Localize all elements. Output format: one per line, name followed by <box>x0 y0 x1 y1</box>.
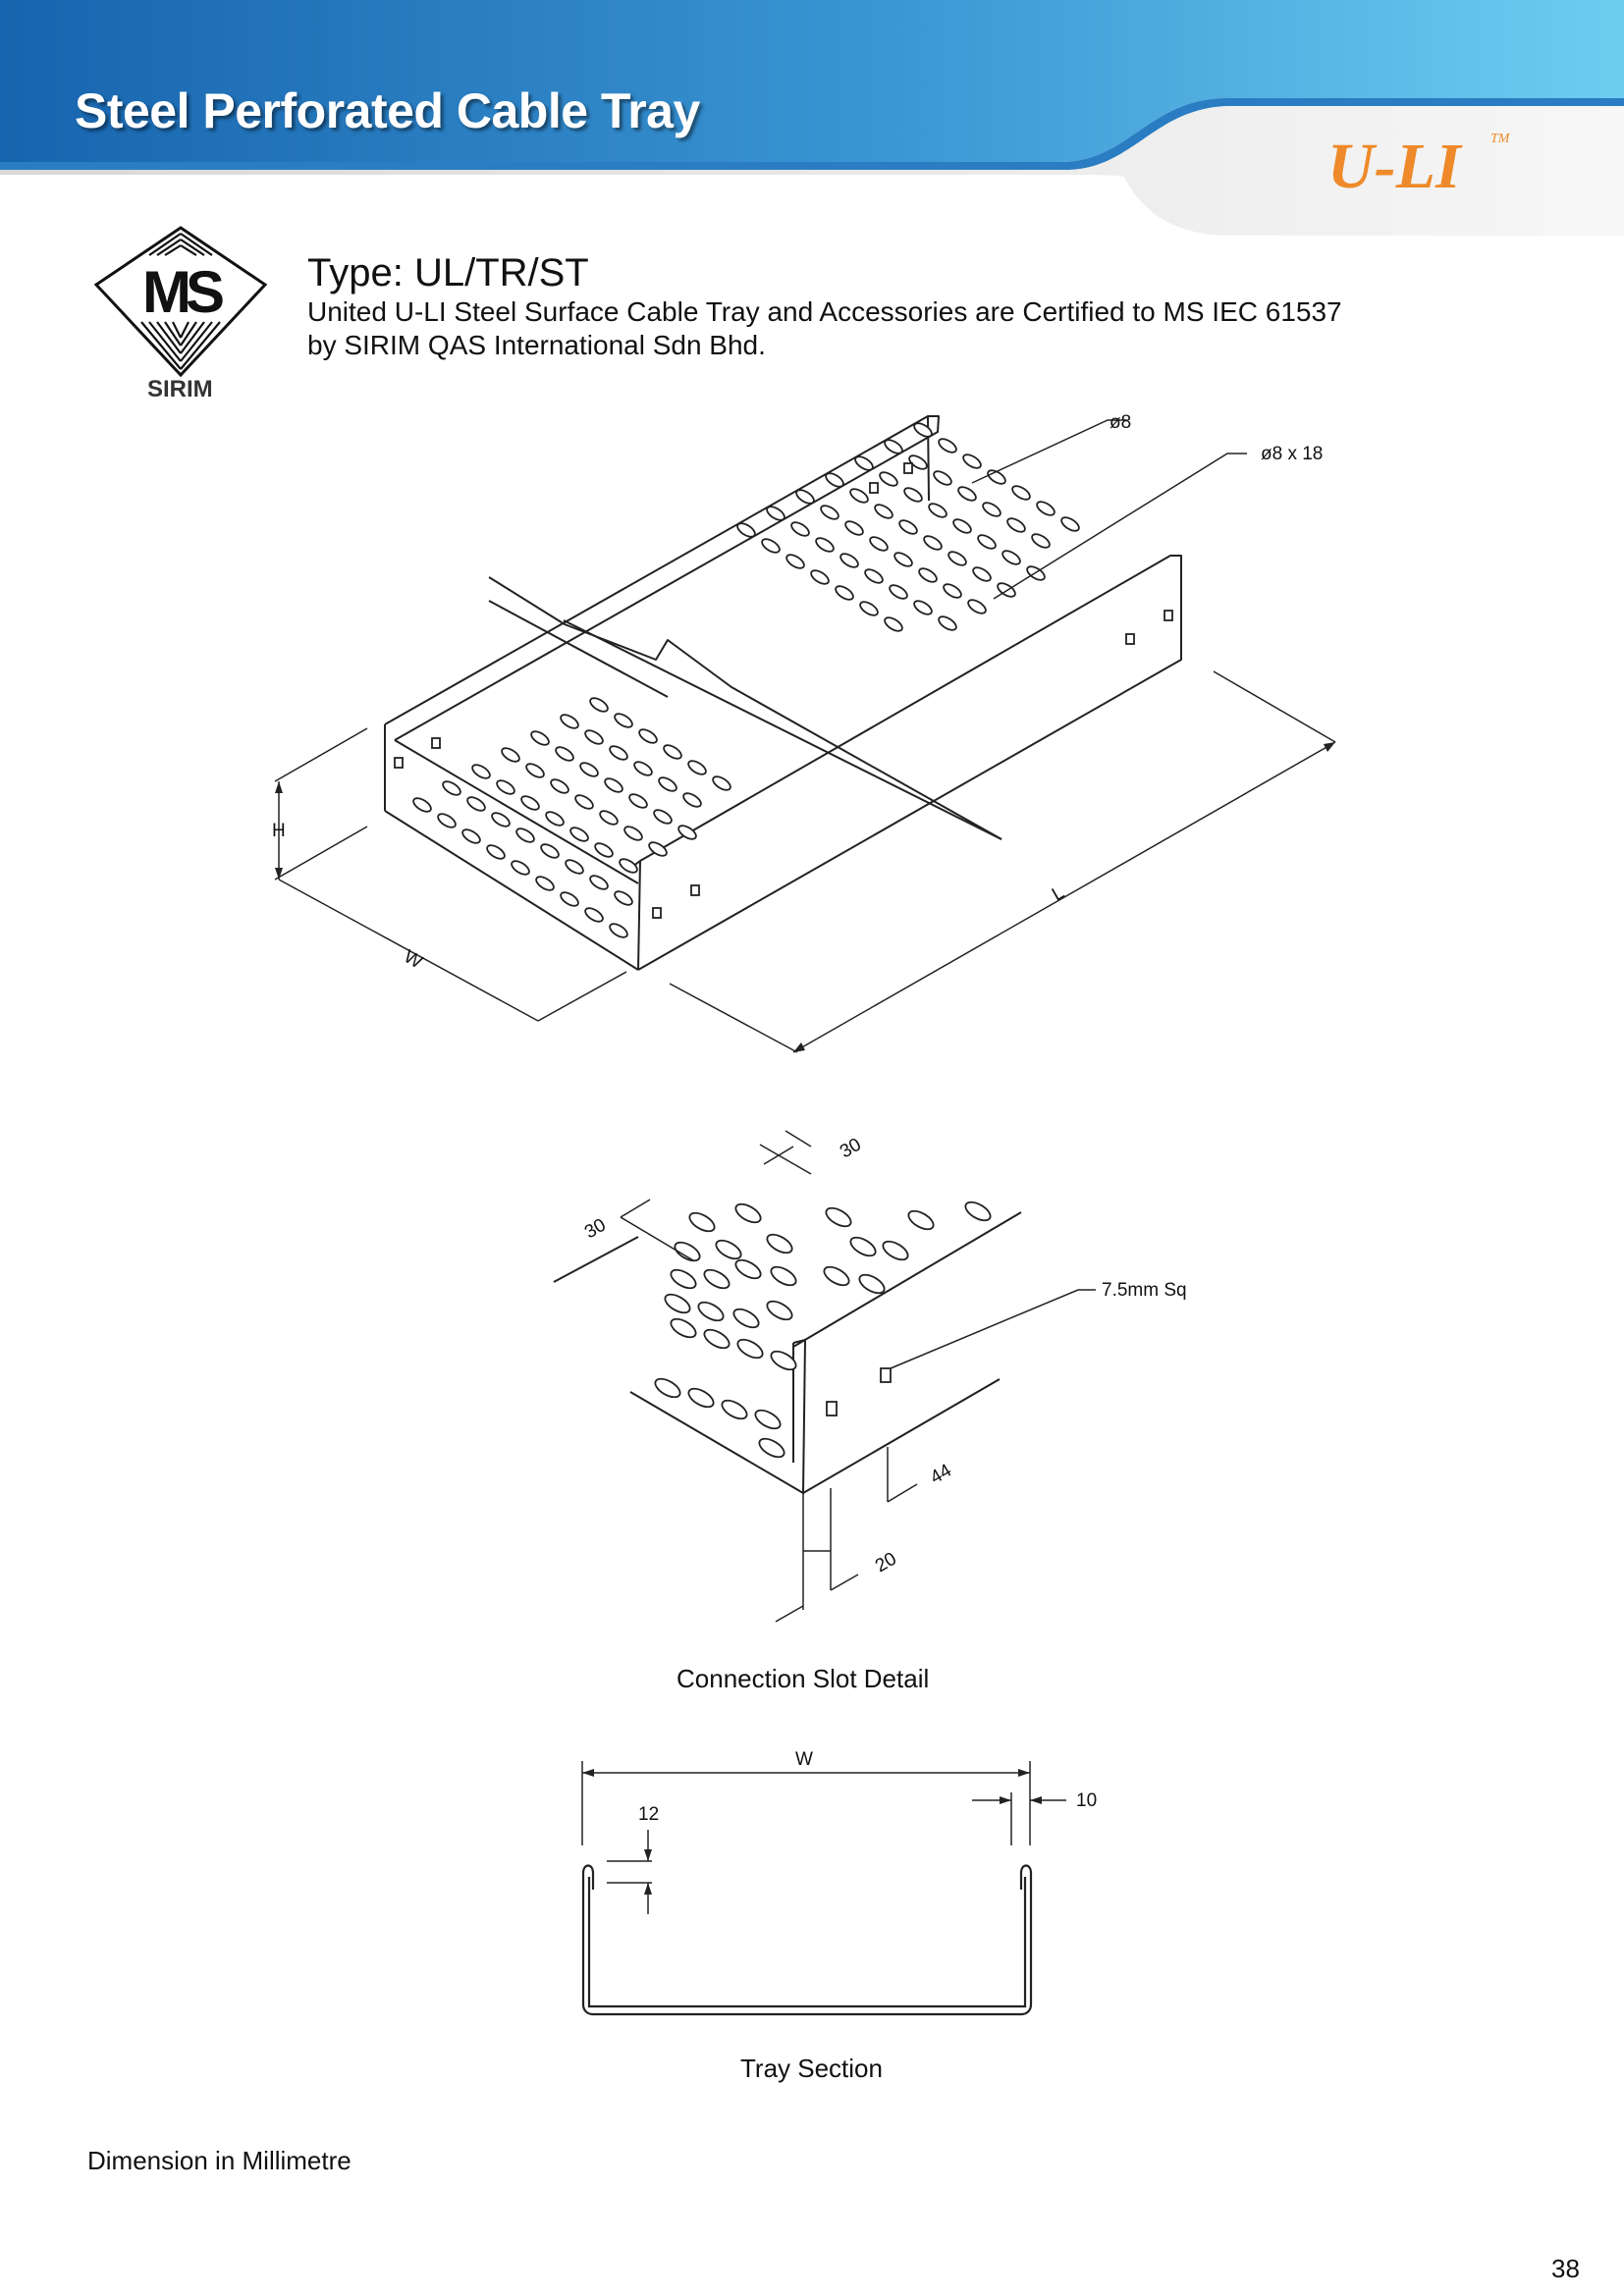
dimension-unit-note: Dimension in Millimetre <box>87 2146 352 2175</box>
tray-base-end-edge <box>384 810 639 971</box>
break-line-a <box>488 576 1002 840</box>
dim-44-label: 44 <box>927 1460 955 1488</box>
length-extension-line <box>669 983 798 1053</box>
far-side-wall <box>384 415 940 741</box>
square-hole-a <box>826 1401 838 1416</box>
connection-slot-detail-drawing: 30 30 7.5mm Sq 44 20 <box>553 1130 1187 1623</box>
detail-wall-corner <box>629 1338 807 1495</box>
square-hole-leader-line <box>890 1289 1096 1369</box>
width-label: W <box>401 946 426 973</box>
trademark-mark: TM <box>1490 132 1510 146</box>
cable-tray-isometric-drawing: ø8 ø8 x 18 H W L <box>272 412 1336 1053</box>
height-label: H <box>272 821 286 841</box>
svg-text:MS: MS <box>142 259 223 325</box>
page-title: Steel Perforated Cable Tray <box>75 83 700 138</box>
detail-perforation-slots <box>654 1201 992 1459</box>
dim-20-label: 20 <box>872 1549 900 1577</box>
side-wall-square-holes <box>394 462 1173 919</box>
sirim-ms-certification-logo: MS <box>93 226 268 378</box>
ms-diamond-emblem: MS <box>93 226 268 378</box>
slot-leader-line <box>993 453 1247 600</box>
certification-description-line2: by SIRIM QAS International Sdn Bhd. <box>307 330 766 360</box>
tray-section-drawing: W 12 10 <box>581 1749 1097 2016</box>
hole-leader-line <box>971 419 1127 484</box>
sirim-caption: SIRIM <box>147 376 213 402</box>
pitch-30-label-a: 30 <box>837 1135 865 1163</box>
hole-diameter-label: ø8 <box>1110 412 1131 433</box>
length-dimension-line <box>792 741 1336 1053</box>
page-number: 38 <box>1551 2254 1580 2283</box>
product-type-heading: Type: UL/TR/ST <box>307 251 589 294</box>
header-band <box>0 0 1624 236</box>
floor-perforation-slots <box>412 422 1080 938</box>
slot-size-label: ø8 x 18 <box>1261 444 1323 464</box>
pitch-30-label-b: 30 <box>581 1215 610 1244</box>
brand-logo: U-LI <box>1327 131 1461 202</box>
square-hole-size-label: 7.5mm Sq <box>1102 1280 1187 1301</box>
square-hole-b <box>880 1367 892 1383</box>
connection-slot-detail-caption: Connection Slot Detail <box>677 1664 930 1693</box>
tray-section-caption: Tray Section <box>740 2054 883 2083</box>
tray-section-profile <box>581 1864 1033 2016</box>
lip-width-label: 10 <box>1076 1790 1097 1811</box>
section-width-label: W <box>795 1749 813 1770</box>
length-label: L <box>1049 882 1068 905</box>
certification-description-line1: United U-LI Steel Surface Cable Tray and… <box>307 296 1342 327</box>
width-dimension-line <box>278 879 539 1022</box>
near-side-wall <box>637 555 1182 971</box>
lip-height-label: 12 <box>638 1804 659 1825</box>
